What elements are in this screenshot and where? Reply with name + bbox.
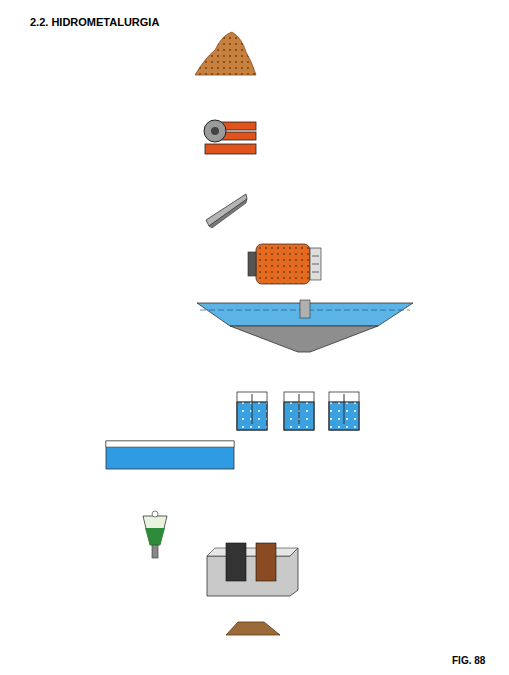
diagram-title: 2.2. HIDROMETALURGIA xyxy=(30,16,159,28)
figure-number: FIG. 88 xyxy=(452,655,485,666)
